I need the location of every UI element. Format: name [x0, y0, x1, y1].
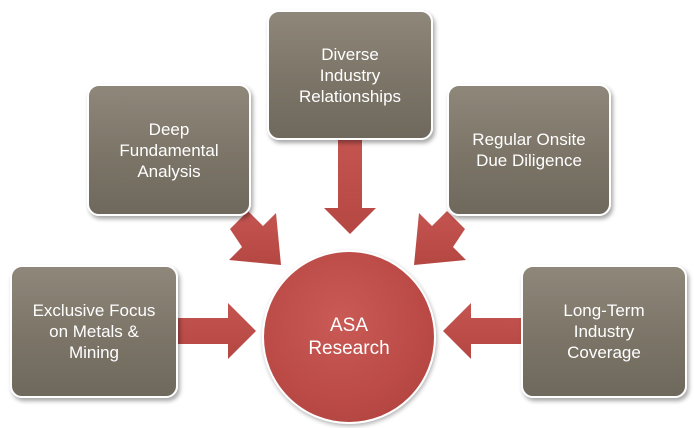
center-circle-label: ASA Research [308, 315, 390, 359]
arrow-from-metals [178, 303, 256, 359]
box-onsite-due-diligence-label: Regular Onsite Due Diligence [472, 130, 586, 170]
box-industry-relationships-label: Diverse Industry Relationships [298, 44, 402, 106]
box-fundamental-analysis: Deep Fundamental Analysis [87, 84, 251, 216]
arrow-from-relationships [324, 140, 376, 234]
box-industry-coverage-label: Long-Term Industry Coverage [563, 301, 645, 362]
box-onsite-due-diligence: Regular Onsite Due Diligence [447, 84, 611, 216]
arrow-from-diligence [414, 211, 466, 265]
arrow-from-coverage [443, 303, 521, 359]
arrow-from-analysis [229, 211, 281, 265]
box-metals-mining-focus-label: Exclusive Focus on Metals & Mining [32, 301, 156, 362]
box-industry-relationships: Diverse Industry Relationships [267, 10, 433, 140]
box-fundamental-analysis-label: Deep Fundamental Analysis [119, 119, 219, 181]
center-circle-asa-research: ASA Research [262, 250, 436, 424]
box-industry-coverage: Long-Term Industry Coverage [521, 265, 687, 398]
box-metals-mining-focus: Exclusive Focus on Metals & Mining [10, 265, 178, 398]
